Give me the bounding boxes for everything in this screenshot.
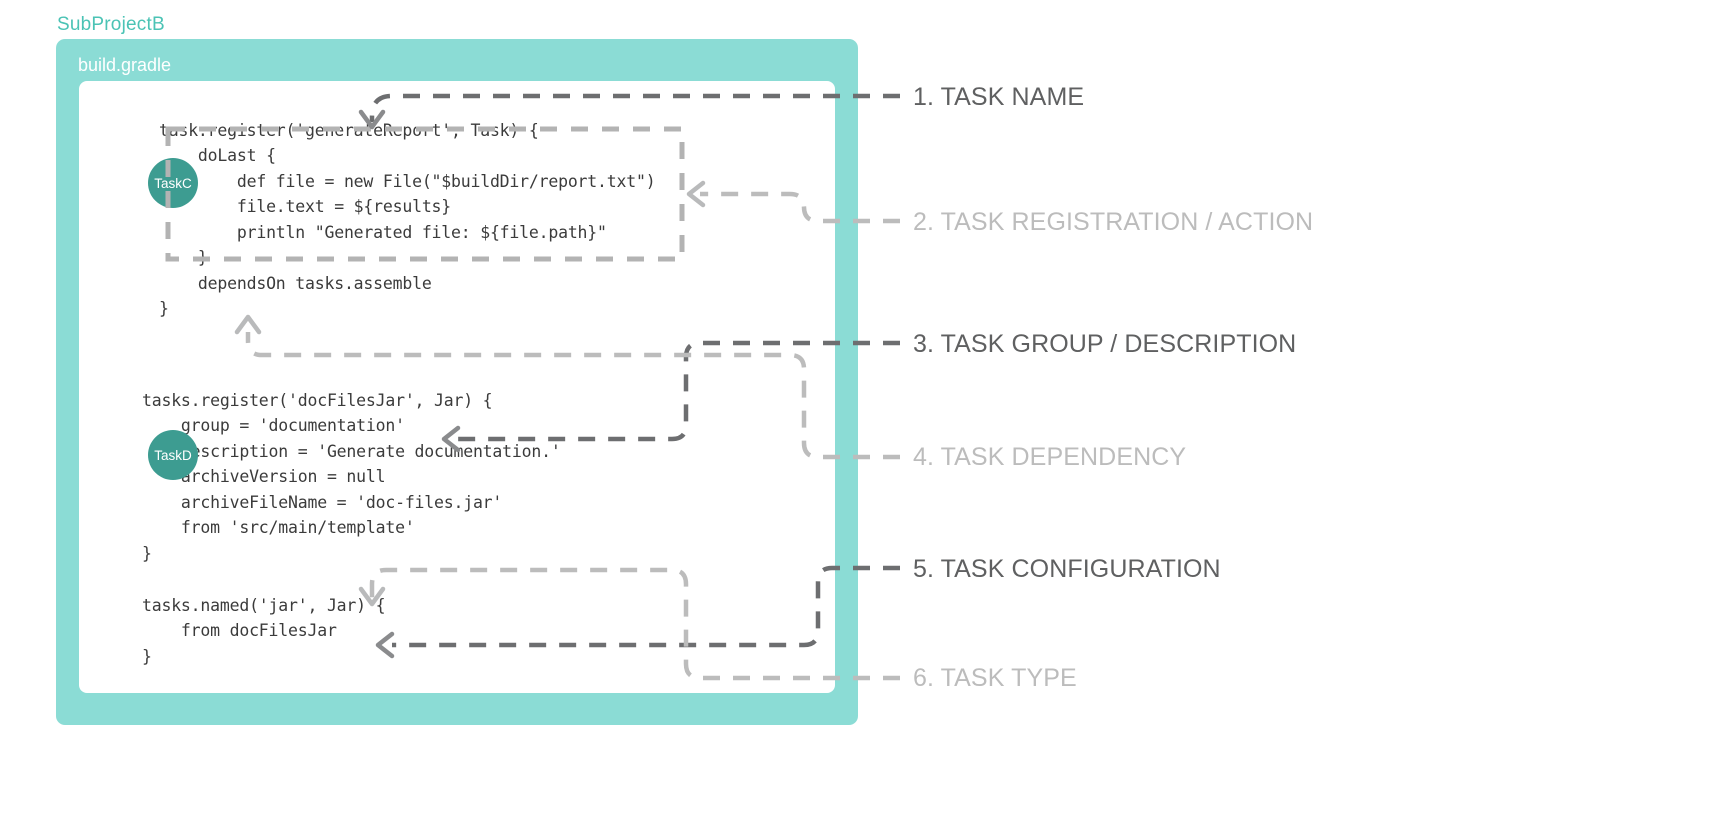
task-badge-taskc: TaskC	[148, 158, 198, 208]
annotation-label-task-group-description: 3. TASK GROUP / DESCRIPTION	[913, 330, 1297, 358]
annotation-label-task-dependency: 4. TASK DEPENDENCY	[913, 443, 1187, 471]
task-badge-taskd: TaskD	[148, 430, 198, 480]
annotation-label-task-configuration: 5. TASK CONFIGURATION	[913, 555, 1221, 583]
code-block-doc-files-jar: tasks.register('docFilesJar', Jar) { gro…	[142, 390, 561, 563]
annotation-label-task-registration-action: 2. TASK REGISTRATION / ACTION	[913, 208, 1314, 236]
subproject-panel: build.gradle task.register('generateRepo…	[56, 39, 858, 725]
code-block-generate-report: task.register('generateReport', Task) { …	[159, 120, 656, 319]
build-gradle-file-label: build.gradle	[78, 55, 172, 75]
project-label: SubProjectB	[57, 14, 165, 35]
code-block-named-jar: tasks.named('jar', Jar) { from docFilesJ…	[142, 595, 386, 666]
annotation-label-task-type: 6. TASK TYPE	[913, 664, 1077, 692]
annotation-label-task-name: 1. TASK NAME	[913, 83, 1085, 111]
